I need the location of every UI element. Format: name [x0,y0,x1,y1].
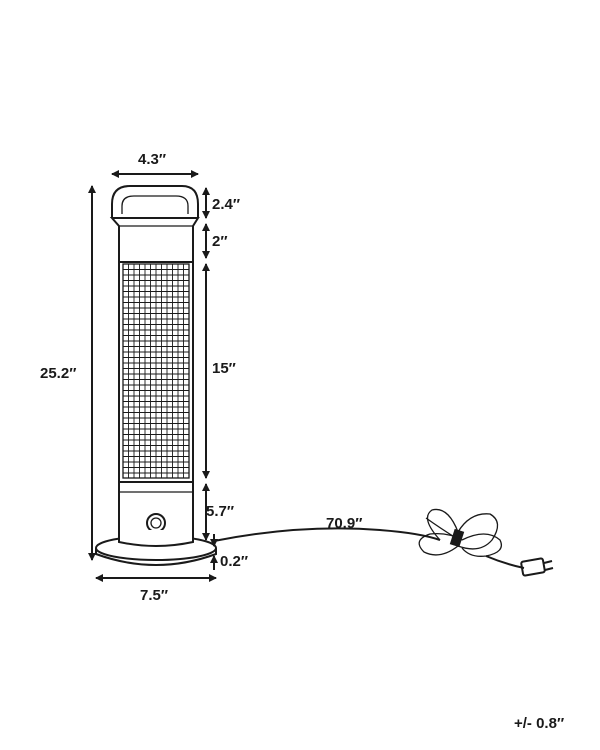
top-width-label: 4.3″ [138,151,166,168]
tower-heater [95,185,217,566]
control-knob[interactable] [146,513,166,533]
base-width-label: 7.5″ [140,587,168,604]
top-cap-height-label: 2″ [212,233,228,250]
base-column-height-label: 5.7″ [206,503,234,520]
carry-handle [111,185,199,218]
total-height-label: 25.2″ [40,365,76,382]
tolerance-note: +/- 0.8″ [514,715,564,732]
base-plate-height-label: 0.2″ [220,553,248,570]
power-plug [520,557,554,577]
grill-height-label: 15″ [212,360,236,377]
heating-grill [122,263,190,479]
handle-height-label: 2.4″ [212,196,240,213]
top-cap [109,217,200,263]
base-plate [95,530,217,566]
power-cable [213,508,554,577]
cable-length-label: 70.9″ [326,515,362,532]
